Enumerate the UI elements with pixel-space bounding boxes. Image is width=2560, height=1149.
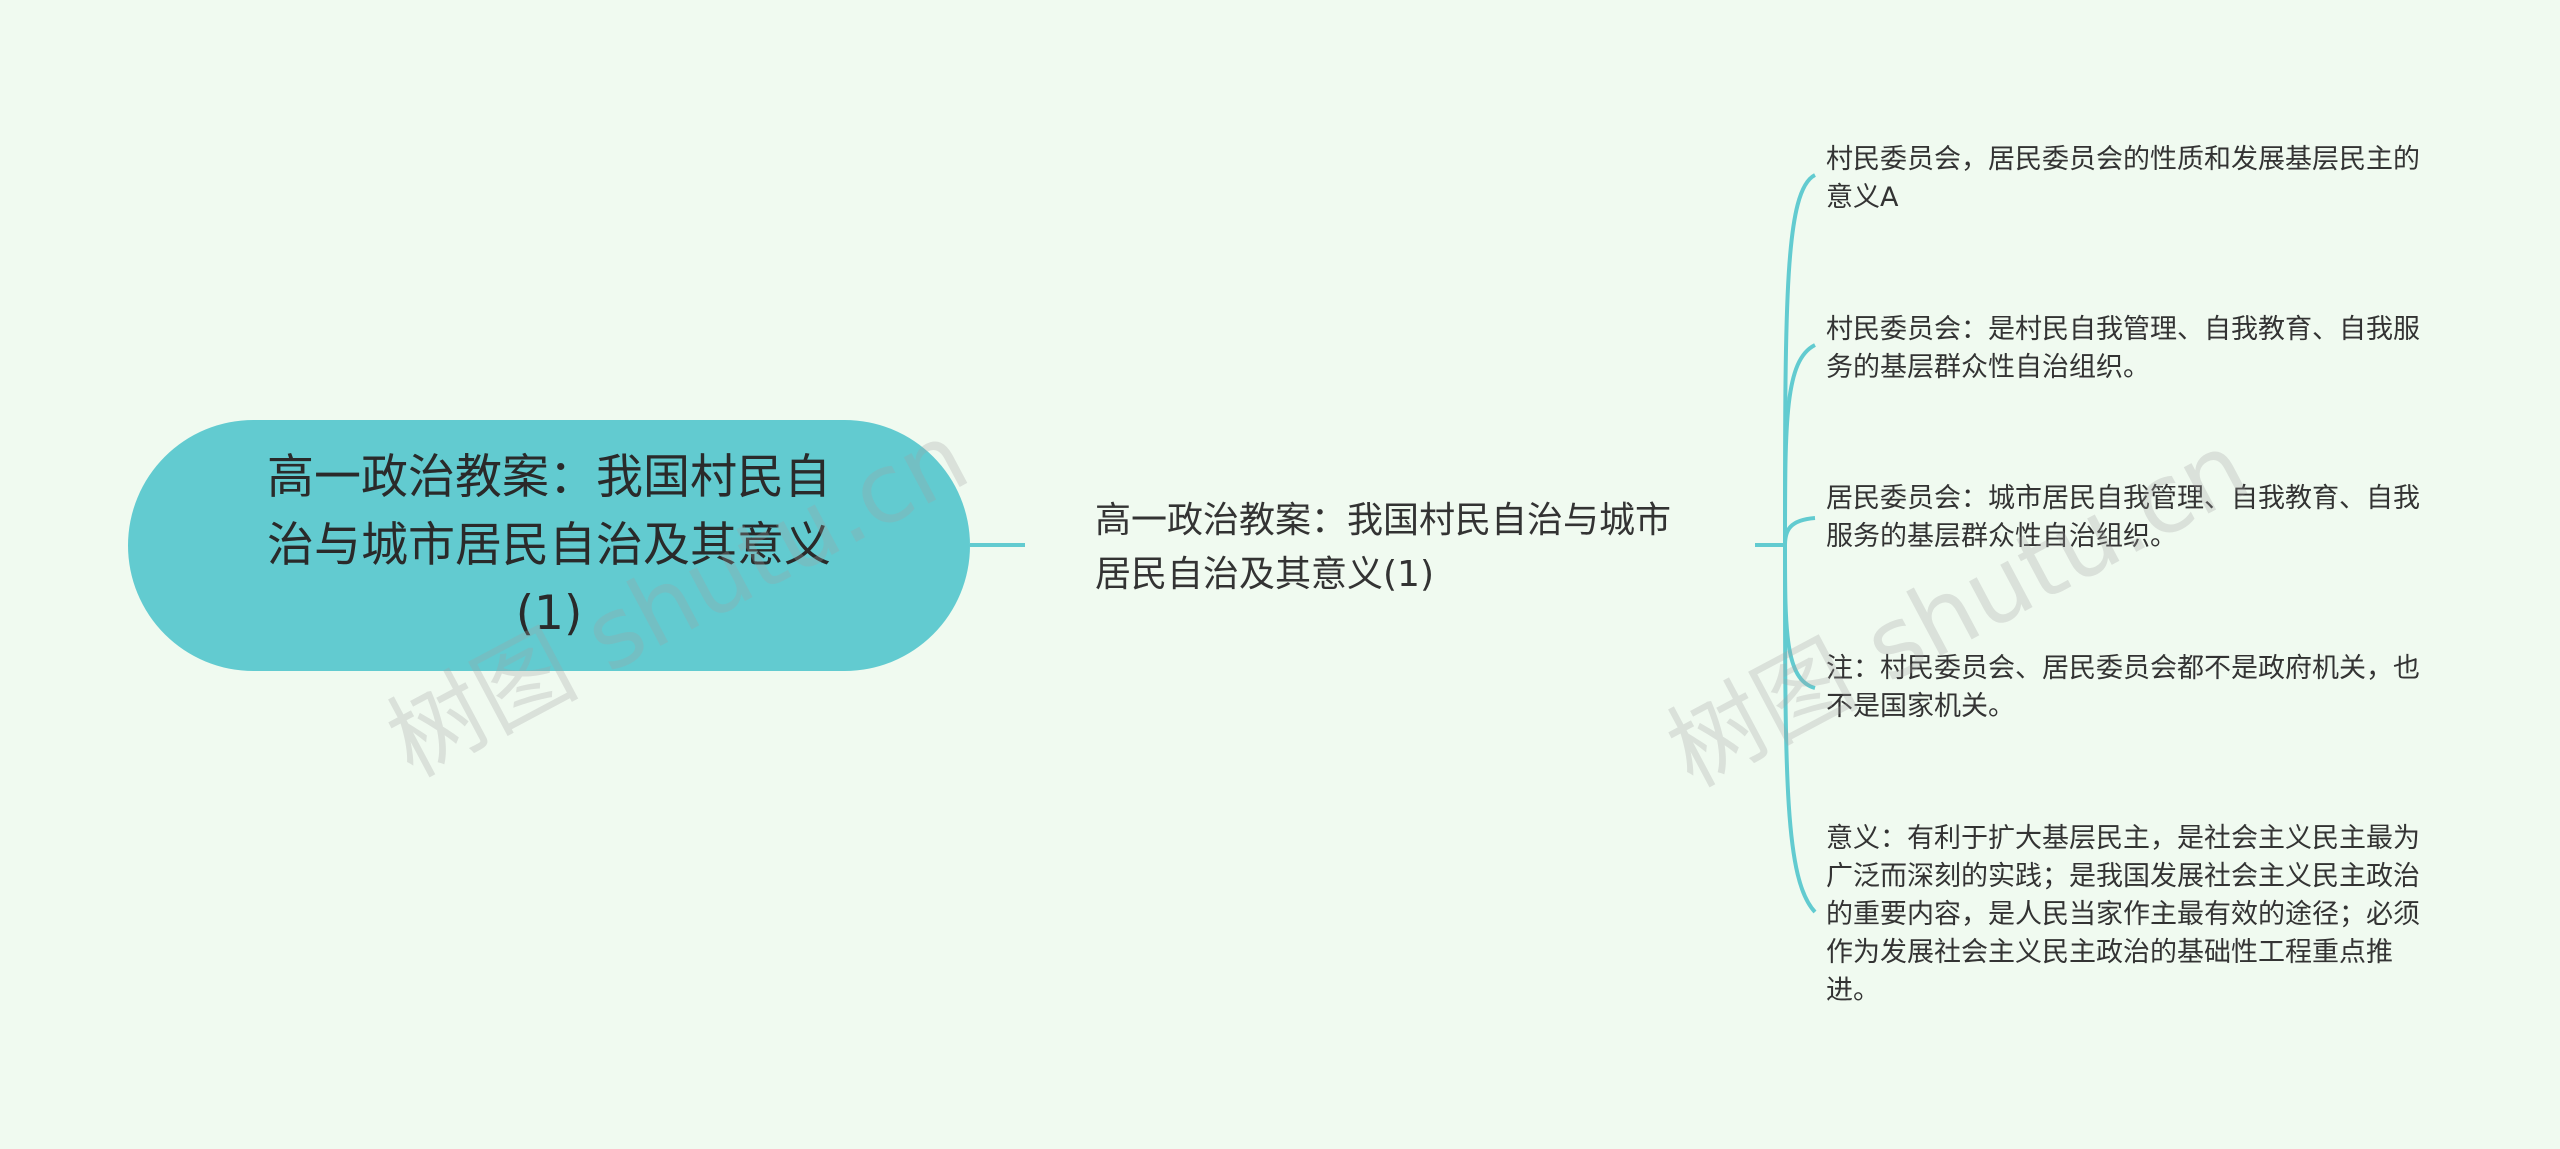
leaf-node-4[interactable]: 注：村民委员会、居民委员会都不是政府机关，也不是国家机关。 <box>1826 650 2426 726</box>
leaf-connector-4 <box>1783 544 1816 690</box>
leaf-connector-5 <box>1783 544 1817 914</box>
leaf-connector-2 <box>1783 343 1816 546</box>
leaf-node-1[interactable]: 村民委员会，居民委员会的性质和发展基层民主的意义A <box>1826 141 2426 217</box>
root-label: 高一政治教案：我国村民自治与城市居民自治及其意义(1) <box>267 449 831 641</box>
leaf-connector-3 <box>1783 516 1816 546</box>
leaf-label-4: 注：村民委员会、居民委员会都不是政府机关，也不是国家机关。 <box>1826 653 2420 722</box>
leaf-node-2[interactable]: 村民委员会：是村民自我管理、自我教育、自我服务的基层群众性自治组织。 <box>1826 311 2426 387</box>
branch-node[interactable]: 高一政治教案：我国村民自治与城市居民自治及其意义(1) <box>1095 494 1695 602</box>
leaf-node-3[interactable]: 居民委员会：城市居民自我管理、自我教育、自我服务的基层群众性自治组织。 <box>1826 480 2426 556</box>
leaf-node-5[interactable]: 意义：有利于扩大基层民主，是社会主义民主最为广泛而深刻的实践；是我国发展社会主义… <box>1826 820 2426 1010</box>
leaf-label-2: 村民委员会：是村民自我管理、自我教育、自我服务的基层群众性自治组织。 <box>1826 314 2420 383</box>
leaf-label-3: 居民委员会：城市居民自我管理、自我教育、自我服务的基层群众性自治组织。 <box>1826 483 2420 552</box>
leaf-label-5: 意义：有利于扩大基层民主，是社会主义民主最为广泛而深刻的实践；是我国发展社会主义… <box>1826 823 2420 1006</box>
branch-label: 高一政治教案：我国村民自治与城市居民自治及其意义(1) <box>1095 500 1672 595</box>
leaf-label-1: 村民委员会，居民委员会的性质和发展基层民主的意义A <box>1826 144 2420 213</box>
root-node[interactable]: 高一政治教案：我国村民自治与城市居民自治及其意义(1) <box>128 420 970 671</box>
